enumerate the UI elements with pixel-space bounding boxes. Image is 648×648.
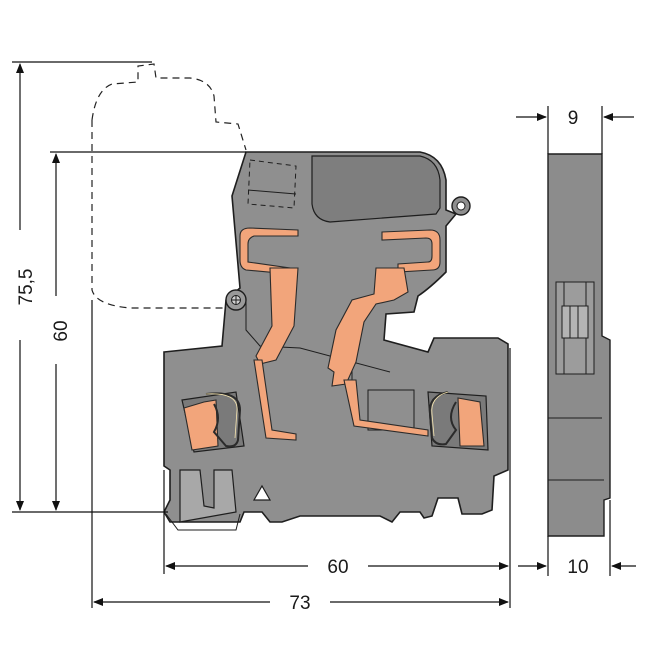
open-cover-outline (91, 63, 247, 309)
right-spring-clamp (457, 397, 485, 447)
din-rail-foot (179, 469, 237, 523)
dim-total-height-label: 75,5 (16, 269, 37, 306)
left-busbar-top (239, 227, 299, 275)
dim-side-bottom-label: 10 (567, 557, 588, 578)
dim-body-height-label: 60 (51, 320, 72, 341)
right-busbar-top (381, 229, 441, 273)
left-contact-strip (255, 267, 299, 365)
dim-total-width-label: 73 (289, 593, 310, 614)
dim-body-width-label: 60 (327, 557, 348, 578)
triangle-mark (252, 484, 272, 501)
fuse-holder-cap (311, 155, 441, 223)
dim-side-top-label: 9 (568, 108, 579, 129)
